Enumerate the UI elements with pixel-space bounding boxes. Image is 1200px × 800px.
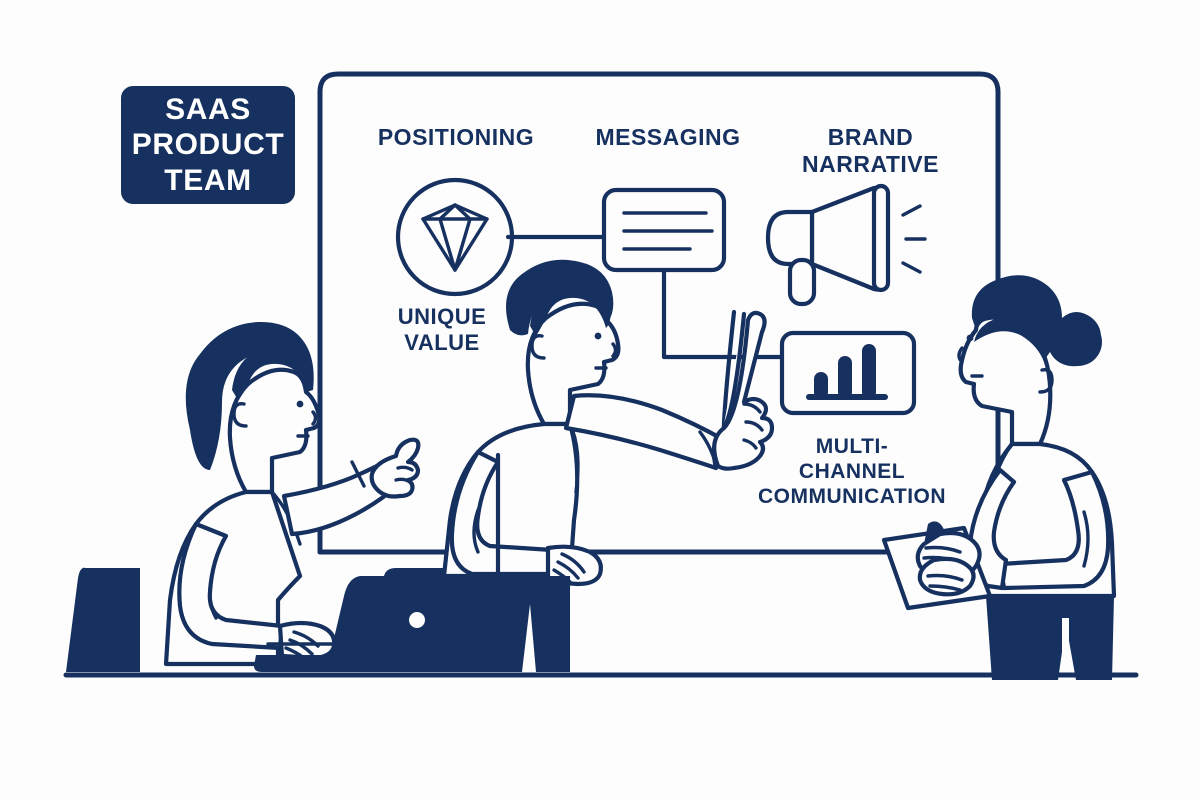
seated-woman: [163, 321, 421, 667]
office-chair: [66, 567, 140, 672]
label-positioning: POSITIONING: [377, 124, 535, 150]
standing-man: [438, 259, 775, 672]
whiteboard-frame: [317, 71, 1001, 555]
message-card-icon: [601, 187, 727, 273]
label-messaging: MESSAGING: [595, 124, 741, 150]
diamond-in-circle-icon: [395, 177, 515, 297]
label-brand-narrative: BRAND NARRATIVE: [802, 124, 939, 178]
label-unique-value: UNIQUE VALUE: [397, 304, 487, 355]
bar-chart-icon: [779, 330, 917, 416]
standing-woman: [881, 275, 1117, 680]
megaphone-icon: [765, 183, 927, 307]
saas-product-team-badge: SAAS PRODUCT TEAM: [121, 86, 295, 204]
label-multi-channel-communication: MULTI- CHANNEL COMMUNICATION: [757, 435, 947, 508]
